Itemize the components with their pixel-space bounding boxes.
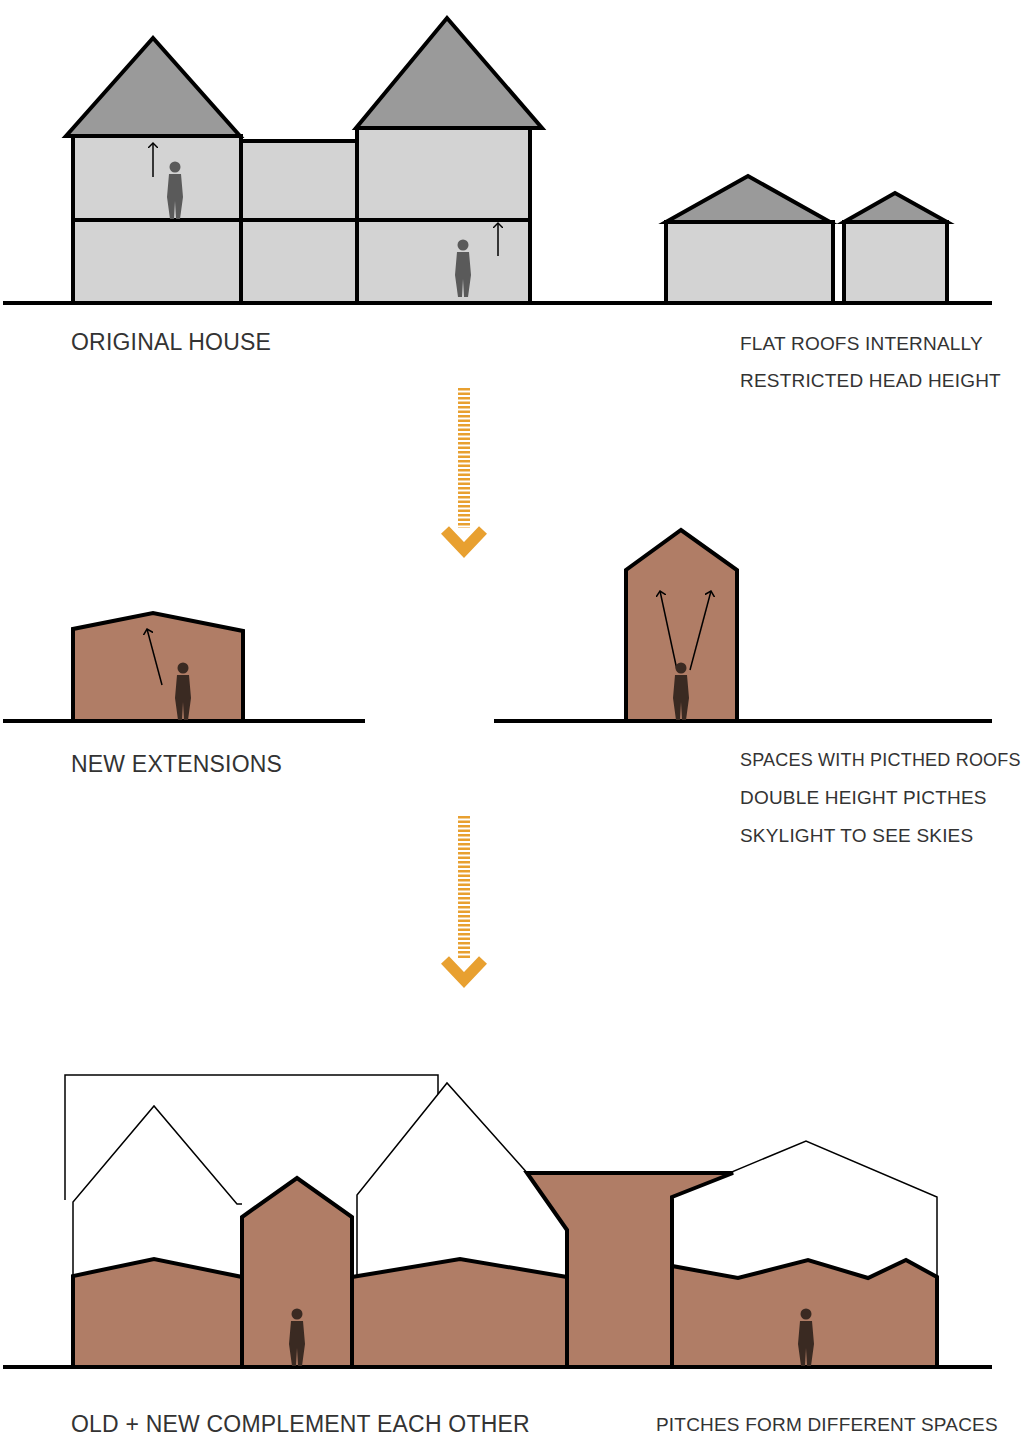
head-height-arrow: [153, 143, 498, 256]
annotation-label: SPACES WITH PICTHED ROOFS: [740, 751, 1021, 771]
person-figure: [175, 663, 689, 721]
original-outline: [65, 1075, 937, 1278]
annotation-label: FLAT ROOFS INTERNALLY: [740, 334, 983, 355]
combined-section: [3, 1173, 992, 1367]
annotation-label: PITCHES FORM DIFFERENT SPACES: [656, 1415, 998, 1436]
transition-arrow: [445, 388, 483, 980]
annotation-label: NEW EXTENSIONS: [71, 752, 282, 777]
person-figure: [289, 1309, 814, 1367]
annotation-label: OLD + NEW COMPLEMENT EACH OTHER: [71, 1412, 530, 1437]
original-house: [3, 18, 992, 303]
annotation-label: SKYLIGHT TO SEE SKIES: [740, 826, 973, 847]
annotation-label: RESTRICTED HEAD HEIGHT: [740, 371, 1001, 392]
annotation-label: ORIGINAL HOUSE: [71, 330, 271, 355]
height-arrow: [147, 591, 711, 685]
annotation-label: DOUBLE HEIGHT PICTHES: [740, 788, 987, 809]
new-extension: [3, 530, 992, 721]
person-figure: [167, 162, 471, 298]
